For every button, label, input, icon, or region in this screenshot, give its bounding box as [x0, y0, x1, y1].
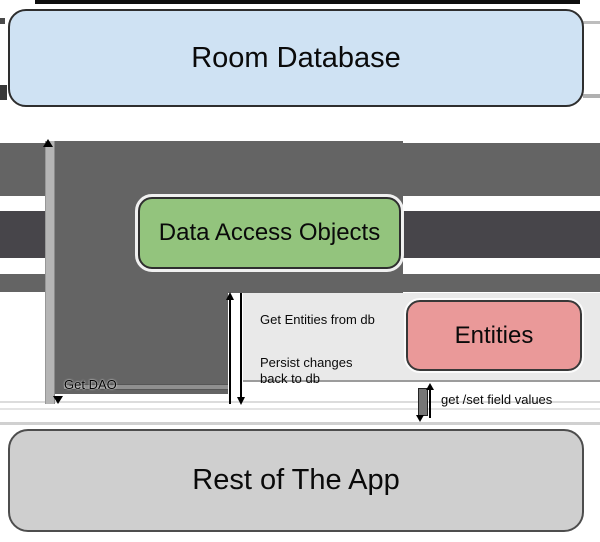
arrowhead-down-icon: [53, 396, 63, 404]
node-data-access-objects: Data Access Objects: [135, 194, 404, 272]
top-border-line: [35, 0, 580, 4]
get-set-arrow-line: [429, 386, 431, 418]
get-set-arrow-bar: [418, 388, 428, 416]
arrowhead-up-icon: [226, 292, 234, 300]
faint-horizontal-line: [0, 422, 600, 425]
rest-of-the-app-label: Rest of The App: [192, 464, 400, 496]
persist-changes-arrow: [229, 295, 231, 404]
data-access-objects-label: Data Access Objects: [158, 219, 381, 246]
faint-horizontal-line: [0, 408, 600, 410]
right-edge-line: [583, 94, 600, 98]
get-entities-label: Get Entities from db: [260, 312, 375, 327]
room-database-label: Room Database: [191, 41, 401, 74]
left-edge-mark: [0, 85, 7, 100]
node-entities: Entities: [404, 298, 584, 373]
left-edge-mark: [0, 18, 5, 24]
get-entities-arrow: [240, 293, 242, 398]
get-dao-label: Get DAO: [64, 377, 117, 392]
node-room-database: Room Database: [8, 9, 584, 107]
arrowhead-down-icon: [416, 415, 424, 422]
persist-changes-line2: back to db: [260, 371, 320, 386]
faint-horizontal-line: [0, 401, 600, 403]
arrowhead-up-icon: [43, 139, 53, 147]
arrowhead-up-icon: [426, 383, 434, 390]
get-dao-underline: [64, 384, 228, 390]
right-edge-line: [583, 21, 600, 24]
get-set-field-values-label: get /set field values: [441, 392, 553, 407]
arrowhead-down-icon: [237, 397, 245, 405]
entities-label: Entities: [454, 321, 534, 349]
persist-changes-line1: Persist changes: [260, 355, 353, 370]
node-rest-of-the-app: Rest of The App: [8, 429, 584, 532]
persist-changes-label: Persist changes back to db: [260, 355, 353, 387]
get-dao-vertical-arrow: [45, 141, 55, 404]
